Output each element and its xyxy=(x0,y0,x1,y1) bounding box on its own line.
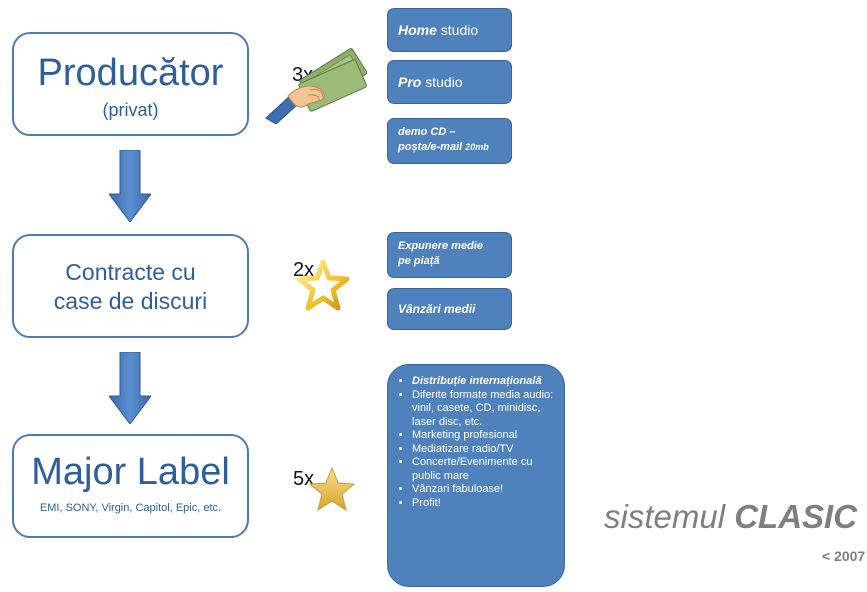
vanzari-label: Vânzări medii xyxy=(398,302,476,316)
producator-title: Producător xyxy=(37,52,224,94)
expunere-line2: pe piață xyxy=(398,255,440,267)
vanzari-box: Vânzări medii xyxy=(387,288,512,330)
major-label-title: Major Label xyxy=(31,451,230,493)
list-item: Marketing profesional xyxy=(412,429,556,443)
clasic-text: CLASIC xyxy=(734,498,858,535)
contracte-box: Contracte cu case de discuri xyxy=(12,234,249,338)
pro-studio-box: Pro studio xyxy=(387,60,512,104)
list-item: Diferite formate media audio: vinil, cas… xyxy=(412,389,556,430)
list-item: Concerte/Evenimente cu public mare xyxy=(412,456,556,483)
pro-studio-rest: studio xyxy=(421,74,463,90)
expunere-box: Expunere medie pe piață xyxy=(387,232,512,278)
major-label-subtitle: EMI, SONY, Virgin, Capitol, Epic, etc. xyxy=(39,502,222,514)
pro-studio-bold: Pro xyxy=(398,74,422,90)
major-label-box: Major Label EMI, SONY, Virgin, Capitol, … xyxy=(12,434,249,538)
demo-cd-line1: demo CD – xyxy=(398,126,456,138)
expunere-line1: Expunere medie xyxy=(398,240,483,252)
sistemul-text: sistemul xyxy=(604,498,735,535)
home-studio-box: Home studio xyxy=(387,8,512,52)
money-hand-icon xyxy=(265,48,368,124)
multiplier-2x: 2x xyxy=(293,259,315,281)
contracte-title: Contracte cu case de discuri xyxy=(53,259,208,314)
demo-cd-line2: poșta/e-mail xyxy=(398,141,466,153)
producator-subtitle: (privat) xyxy=(102,100,159,120)
down-arrow-icon xyxy=(109,150,151,222)
list-item: Vânzari fabuloase! xyxy=(412,483,556,497)
list-item: Profit! xyxy=(412,497,556,511)
home-studio-bold: Home xyxy=(398,22,437,38)
year-label: < 2007 xyxy=(822,548,866,564)
major-label-features: Distribuție internațională Diferite form… xyxy=(387,364,565,587)
features-list: Distribuție internațională Diferite form… xyxy=(396,375,556,510)
sistemul-clasic-label: sistemul CLASIC xyxy=(604,498,857,536)
down-arrow-icon xyxy=(109,352,151,424)
list-item: Mediatizare radio/TV xyxy=(412,443,556,457)
multiplier-5x: 5x xyxy=(293,468,315,490)
home-studio-rest: studio xyxy=(436,22,479,38)
star-gold-icon xyxy=(308,466,356,512)
list-item: Distribuție internațională xyxy=(412,375,556,389)
demo-cd-size: 20mb xyxy=(465,142,489,152)
star-outline-icon xyxy=(296,259,350,311)
demo-cd-box: demo CD – poșta/e-mail 20mb xyxy=(387,118,512,164)
producator-box: Producător (privat) xyxy=(12,32,249,136)
